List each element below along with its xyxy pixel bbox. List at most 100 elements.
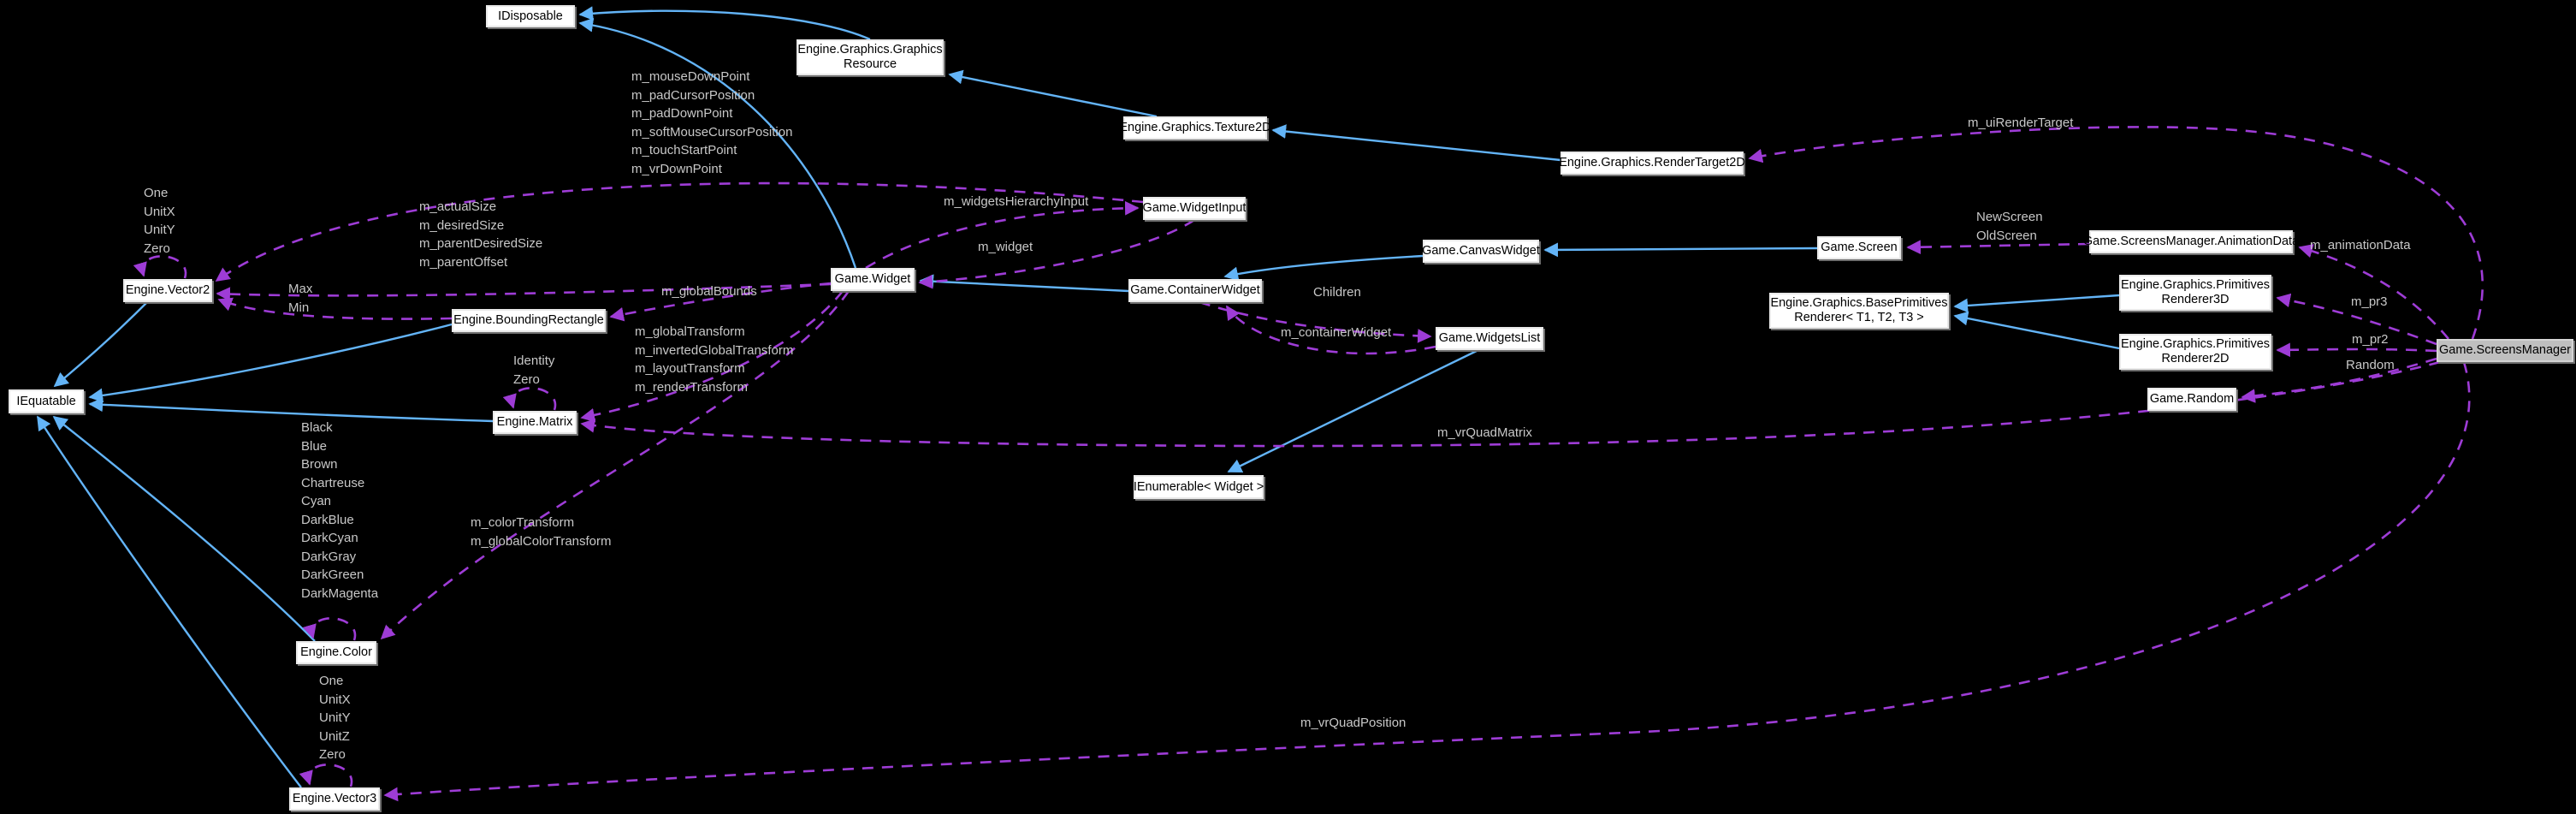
node-matrix[interactable]: Engine.Matrix (493, 411, 577, 434)
edge-boundingrect-iequatable (88, 323, 453, 403)
node-widgets-list[interactable]: Game.WidgetsList (1436, 327, 1543, 350)
edge-label-line: m_globalBounds (661, 284, 757, 299)
node-container-widget[interactable]: Game.ContainerWidget (1128, 279, 1262, 302)
edge-renderer2d-baserenderer (1953, 311, 2120, 350)
edge-label-line: Zero (513, 371, 540, 387)
edge-renderer3d-baserenderer (1953, 294, 2120, 313)
node-label: Game.Random (2149, 392, 2235, 406)
node-widget[interactable]: Game.Widget (831, 268, 915, 291)
edge-boundingrect-vector2 (217, 297, 453, 320)
edge-screen-canvaswidget (1543, 242, 1818, 258)
edge-vector2-iequatable (53, 301, 148, 388)
edge-label-line: m_softMouseCursorPosition (631, 124, 793, 140)
edge-color-iequatable (52, 415, 316, 642)
node-label: Game.Widget (834, 272, 911, 286)
node-label: Game.ContainerWidget (1130, 283, 1260, 297)
edge-widget-idisposable (578, 17, 857, 269)
node-label: Game.Screen (1821, 241, 1898, 254)
edge-label-widget-color-members: m_colorTransform m_globalColorTransform (471, 514, 612, 550)
edge-label-containerwidget-widgetslist-member: Children (1313, 283, 1361, 302)
edge-label-line: Random (2346, 358, 2395, 372)
edge-label-line: m_parentDesiredSize (419, 236, 543, 251)
node-label: Engine.Graphics.RenderTarget2D (1559, 156, 1745, 169)
edge-vector3-self (299, 763, 353, 787)
node-label: Game.WidgetInput (1142, 201, 1247, 215)
node-label: Engine.Vector3 (292, 792, 377, 805)
node-rendertarget2d[interactable]: Engine.Graphics.RenderTarget2D (1559, 152, 1745, 175)
node-vector2[interactable]: Engine.Vector2 (123, 279, 212, 302)
edge-label-line: UnitX (144, 204, 175, 219)
node-screens-manager[interactable]: Game.ScreensManager (2437, 339, 2573, 362)
edge-label-widgetslist-containerwidget-member: m_containerWidget (1281, 324, 1391, 342)
edge-label-line: m_parentOffset (419, 254, 508, 270)
node-label: Engine.Graphics.Texture2D (1119, 121, 1271, 134)
edge-label-screensmanager-pr3-member: m_pr3 (2351, 293, 2388, 312)
node-screen[interactable]: Game.Screen (1817, 236, 1901, 259)
edge-label-line: m_touchStartPoint (631, 143, 737, 157)
edge-label-line: Blue (301, 438, 328, 454)
node-label: Renderer< T1, T2, T3 > (1794, 311, 1924, 324)
edge-label-line: Min (288, 300, 310, 315)
node-ienumerable-widget[interactable]: IEnumerable< Widget > (1134, 475, 1264, 499)
node-bounding-rectangle[interactable]: Engine.BoundingRectangle (452, 309, 606, 332)
edge-label-line: m_renderTransform (635, 379, 748, 395)
node-canvas-widget[interactable]: Game.CanvasWidget (1422, 240, 1540, 263)
edge-label-line: Brown (301, 457, 338, 472)
edge-label-line: m_pr3 (2351, 294, 2388, 309)
edge-label-line: UnitZ (319, 728, 350, 744)
node-label: Renderer2D (2161, 352, 2230, 365)
node-label: Engine.Vector2 (125, 283, 210, 297)
edge-containerwidget-widget (919, 274, 1129, 293)
node-widget-input[interactable]: Game.WidgetInput (1143, 197, 1246, 220)
edge-label-line: Identity (513, 354, 555, 368)
node-label: Engine.Graphics.BasePrimitives (1770, 296, 1948, 310)
edge-label-line: m_globalTransform (635, 324, 745, 339)
node-label: Engine.Graphics.Primitives (2120, 278, 2271, 292)
edge-matrix-self (502, 387, 557, 411)
edge-label-line: m_padCursorPosition (631, 87, 755, 103)
edge-label-line: m_vrQuadPosition (1300, 716, 1406, 730)
node-color[interactable]: Engine.Color (296, 641, 376, 664)
edge-label-line: m_vrDownPoint (631, 161, 722, 176)
edge-label-line: m_globalColorTransform (471, 533, 612, 549)
edge-label-line: Cyan (301, 494, 332, 508)
node-label: Engine.Graphics.Primitives (2120, 337, 2271, 351)
edge-label-line: m_containerWidget (1281, 325, 1392, 340)
edge-label-line: UnitY (144, 223, 175, 237)
edge-label-line: m_colorTransform (471, 515, 575, 530)
edge-screensmanager-animationdata (2298, 244, 2450, 340)
edge-label-line: m_animationData (2310, 238, 2411, 253)
edge-label-widget-boundingrect-member: m_globalBounds (661, 282, 757, 301)
edge-label-line: One (319, 674, 344, 688)
edge-label-line: One (144, 186, 169, 200)
node-label: Engine.Graphics.Graphics (797, 43, 943, 56)
node-texture2d[interactable]: Engine.Graphics.Texture2D (1119, 116, 1271, 140)
edge-matrix-iequatable (88, 397, 494, 423)
edge-label-line: m_widget (978, 240, 1033, 254)
edge-screensmanager-renderer2d (2276, 342, 2437, 358)
edge-label-line: m_widgetsHierarchyInput (944, 194, 1089, 209)
edge-label-screensmanager-pr2-member: m_pr2 (2352, 330, 2389, 349)
edge-label-screensmanager-vector3-member: m_vrQuadPosition (1300, 714, 1406, 733)
edge-label-line: OldScreen (1976, 228, 2037, 243)
node-label: Resource (843, 57, 897, 71)
node-animation-data[interactable]: Game.ScreensManager.AnimationData (2083, 230, 2299, 253)
edge-label-line: m_actualSize (419, 199, 497, 214)
node-game-random[interactable]: Game.Random (2147, 388, 2236, 411)
edge-widgetslist-ienumerable (1227, 348, 1479, 473)
node-vector3[interactable]: Engine.Vector3 (289, 787, 380, 811)
edge-label-line: m_pr2 (2352, 332, 2389, 347)
node-label: IEquatable (16, 394, 76, 408)
edge-vector2-self (133, 255, 187, 279)
node-iequatable[interactable]: IEquatable (9, 389, 84, 413)
edge-vector3-iequatable (36, 415, 302, 788)
node-idisposable[interactable]: IDisposable (486, 5, 575, 27)
edge-label-line: Children (1313, 285, 1361, 300)
